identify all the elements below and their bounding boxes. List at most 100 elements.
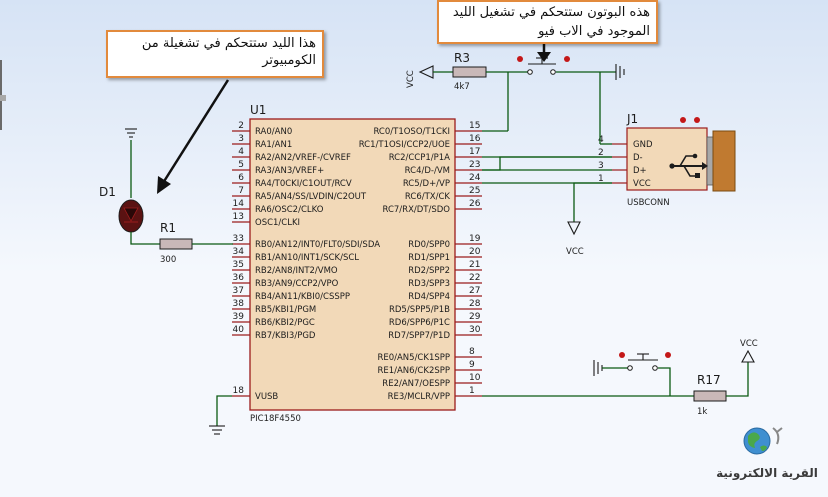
mcu-pin-name: RD3/SPP3: [408, 279, 450, 289]
mcu-pin-name: RC2/CCP1/P1A: [389, 153, 450, 163]
mcu-body: [249, 118, 456, 411]
mcu-pin-number: 5: [238, 160, 244, 170]
mcu-pin-name: RA0/AN0: [255, 127, 292, 137]
mcu-part-label: PIC18F4550: [250, 414, 301, 424]
mcu-pin-number: 19: [469, 234, 481, 244]
mcu-pin-name: RC0/T1OSO/T1CKI: [373, 127, 450, 137]
usb-pin-name: D-: [633, 153, 643, 163]
mcu-pin-number: 18: [233, 386, 245, 396]
logo-text: القرية الالكترونية: [716, 466, 818, 480]
usb-pin-name: GND: [633, 140, 653, 150]
mcu-pin-number: 36: [233, 273, 245, 283]
mcu-pin-name: RA6/OSC2/CLKO: [255, 205, 324, 215]
vcc-right-arrow: [741, 349, 755, 363]
mcu-ref-label: U1: [250, 103, 266, 117]
mcu-pin-name: RA1/AN1: [255, 140, 292, 150]
mcu-pin-number: 7: [238, 186, 244, 196]
mcu-left-pins: 2RA0/AN03RA1/AN14RA2/AN2/VREF-/CVREF5RA3…: [232, 121, 380, 402]
window-edge-handle: [0, 95, 6, 101]
led-note-arrow: [161, 79, 230, 184]
mcu-pin-number: 37: [233, 286, 244, 296]
mcu-pin-number: 27: [469, 286, 480, 296]
button-state-dot: [517, 56, 523, 62]
usb-pin-number: 3: [598, 161, 604, 171]
mcu-pin-number: 22: [469, 273, 480, 283]
reset-circuit: R17 1k VCC: [482, 339, 758, 417]
mcu-pin-name: RB5/KBI1/PGM: [255, 305, 316, 315]
mcu-pin-number: 26: [469, 199, 481, 209]
vcc-usb-arrow: [567, 221, 581, 236]
mcu-pin-number: 38: [233, 299, 245, 309]
resistor-r1: [159, 238, 193, 250]
mcu-pin-number: 13: [233, 212, 244, 222]
mcu-pin-name: RA5/AN4/SS/LVDIN/C2OUT: [255, 192, 367, 202]
resistor-r17: [693, 390, 727, 402]
mcu-pin-number: 28: [469, 299, 481, 309]
mcu-pin-number: 39: [233, 312, 245, 322]
mcu-pin-name: RA2/AN2/VREF-/CVREF: [255, 153, 351, 163]
usb-ref-label: J1: [626, 112, 638, 126]
vcc-usb-label: VCC: [566, 247, 584, 257]
mcu-pin-name: RD2/SPP2: [408, 266, 450, 276]
mcu-pin-name: RC7/RX/DT/SDO: [382, 205, 450, 215]
mcu-pin-number: 35: [233, 260, 244, 270]
usb-pin-number: 4: [598, 135, 604, 145]
mcu-pin-name: RB7/KBI3/PGD: [255, 331, 316, 341]
mcu-pin-name: RE3/MCLR/VPP: [388, 392, 450, 402]
led-symbol: [123, 207, 139, 222]
mcu-pin-number: 15: [469, 121, 480, 131]
mcu-pin-number: 6: [238, 173, 244, 183]
mcu-pin-number: 10: [469, 373, 481, 383]
mcu-pin-number: 24: [469, 173, 481, 183]
resistor-r3: [452, 66, 487, 78]
led-ref-label: D1: [99, 185, 116, 199]
button-circuit-top: VCC R3 4k7: [406, 51, 625, 132]
mcu-pin-name: RC1/T1OSI/CCP2/UOE: [359, 140, 450, 150]
usb-pin-number: 2: [598, 148, 604, 158]
usb-pin-name: D+: [633, 166, 647, 176]
mcu-pin-name: RA4/T0CKI/C1OUT/RCV: [255, 179, 352, 189]
mcu-pin-number: 17: [469, 147, 480, 157]
logo-globe-icon: [743, 427, 783, 455]
usb-body: [626, 127, 708, 191]
vcc-right-label: VCC: [740, 339, 758, 349]
mcu-pin-name: RE2/AN7/OESPP: [382, 379, 450, 389]
r3-value-label: 4k7: [454, 82, 470, 92]
mcu-pin-number: 14: [233, 199, 245, 209]
mcu-pin-name: RC4/D-/VM: [405, 166, 450, 176]
mcu-pin-number: 16: [469, 134, 481, 144]
vusb-ground: [209, 395, 232, 435]
mcu-pin-number: 30: [469, 325, 481, 335]
mcu-pin-name: RB3/AN9/CCP2/VPO: [255, 279, 339, 289]
mcu-pin-number: 29: [469, 312, 481, 322]
usb-part-label: USBCONN: [627, 198, 670, 208]
usb-data-wires: VCC: [482, 72, 612, 257]
button-note-text: هذه البوتون ستتحكم في تشغيل الليد الموجو…: [452, 5, 650, 39]
mcu-pin-number: 2: [238, 121, 244, 131]
mcu-pin-name: RB6/KBI2/PGC: [255, 318, 315, 328]
mcu-pin-name: RC6/TX/CK: [405, 192, 451, 202]
mcu-pin-number: 8: [469, 347, 475, 357]
r1-value-label: 300: [160, 255, 176, 265]
mcu-pin-name: RE0/AN5/CK1SPP: [377, 353, 450, 363]
mcu-pin-name: VUSB: [255, 392, 278, 402]
mcu-pin-name: RD6/SPP6/P1C: [389, 318, 450, 328]
mcu-pin-number: 33: [233, 234, 244, 244]
mcu-pin-name: RD0/SPP0: [408, 240, 450, 250]
mcu-pin-name: RD1/SPP1: [408, 253, 450, 263]
vcc-arrow-top: [418, 65, 434, 79]
mcu-pin-number: 3: [238, 134, 244, 144]
mcu-pin-number: 21: [469, 260, 480, 270]
mcu-pin-name: RE1/AN6/CK2SPP: [377, 366, 450, 376]
r3-ref-label: R3: [454, 51, 470, 65]
usb-pin-name: VCC: [633, 179, 651, 189]
mcu-pin-name: RB4/AN11/KBI0/CSSPP: [255, 292, 350, 302]
button-state-dot: [564, 56, 570, 62]
mcu-pin-number: 4: [238, 147, 244, 157]
mcu-pin-number: 34: [233, 247, 245, 257]
mcu-pin-number: 1: [469, 386, 475, 396]
usb-plug: [712, 130, 736, 192]
